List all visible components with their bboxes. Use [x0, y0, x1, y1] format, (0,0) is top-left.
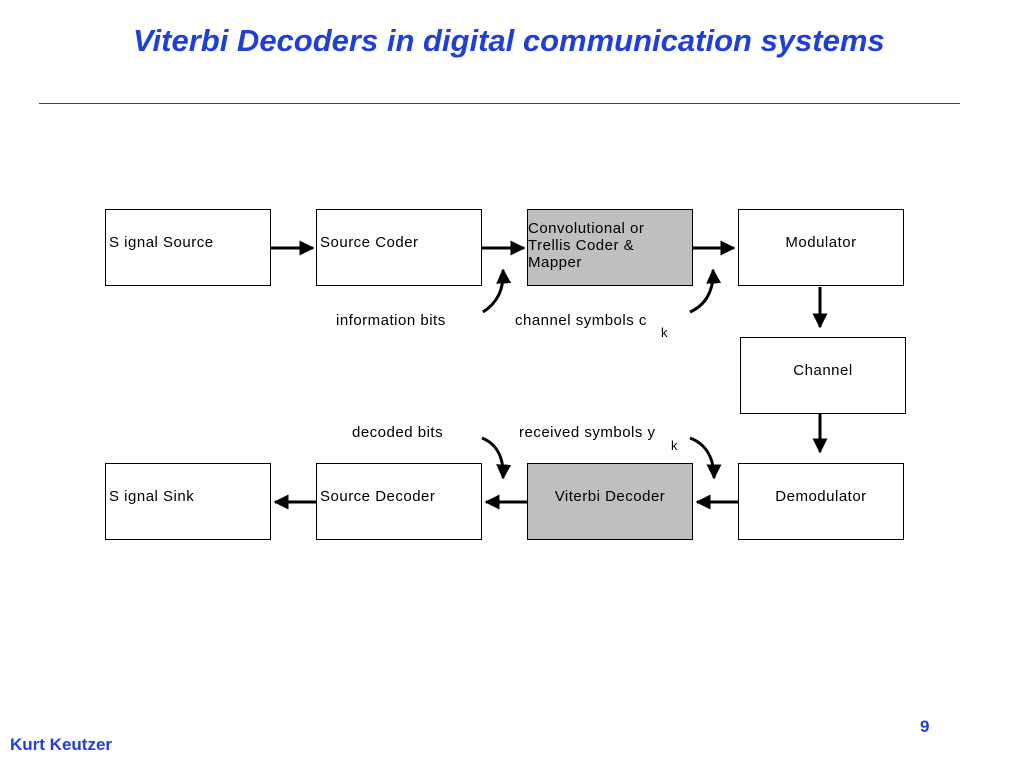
- modulator-box: Modulator: [738, 209, 904, 286]
- page-number: 9: [920, 717, 930, 736]
- source-coder-label: Source Coder: [320, 234, 419, 251]
- decoded-bits-label: decoded bits: [352, 424, 444, 441]
- source-decoder-label: Source Decoder: [320, 488, 436, 505]
- viterbi-decoder-label: Viterbi Decoder: [554, 488, 666, 505]
- convolutional-encoder-label: Convolutional or Trellis Coder & Mapper: [528, 220, 645, 271]
- convolutional-encoder-box: Convolutional or Trellis Coder & Mapper: [527, 209, 693, 286]
- channel-symbols-label: channel symbols c: [515, 312, 647, 329]
- curved-arrow-received-symbols: [689, 436, 722, 480]
- modulator-label: Modulator: [785, 234, 857, 251]
- source-coder-box: Source Coder: [316, 209, 482, 286]
- received-symbols-subscript: k: [671, 438, 678, 453]
- viterbi-decoder-box: Viterbi Decoder: [527, 463, 693, 540]
- demodulator-label: Demodulator: [775, 488, 867, 505]
- channel-box: Channel: [740, 337, 906, 414]
- signal-source-box: S ignal Source: [105, 209, 271, 286]
- source-decoder-box: Source Decoder: [316, 463, 482, 540]
- signal-sink-label: S ignal Sink: [109, 488, 195, 505]
- curved-arrow-channel-symbols: [689, 268, 722, 314]
- signal-sink-box: S ignal Sink: [105, 463, 271, 540]
- channel-symbols-subscript: k: [661, 325, 668, 340]
- curved-arrow-decoded-bits: [481, 436, 512, 480]
- demodulator-box: Demodulator: [738, 463, 904, 540]
- footer-author: Kurt Keutzer: [10, 735, 113, 754]
- received-symbols-label: received symbols y: [519, 424, 656, 441]
- signal-source-label: S ignal Source: [109, 234, 214, 251]
- channel-label: Channel: [793, 362, 853, 379]
- information-bits-label: information bits: [336, 312, 446, 329]
- curved-arrow-information-bits: [482, 268, 512, 314]
- slide-title: Viterbi Decoders in digital communicatio…: [133, 23, 885, 58]
- title-divider: [39, 103, 960, 104]
